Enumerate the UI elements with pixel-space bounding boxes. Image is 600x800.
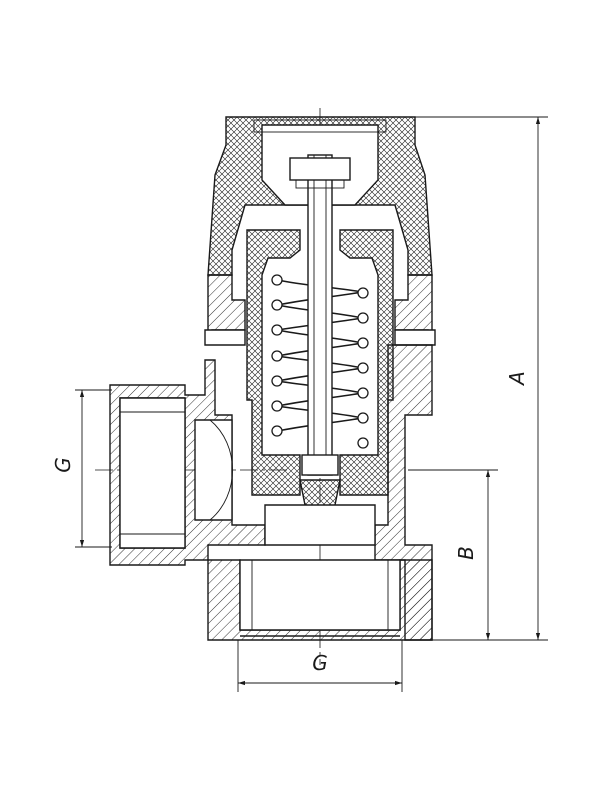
dimension-a-label: A bbox=[505, 371, 529, 387]
dimension-g-side: G bbox=[51, 389, 112, 548]
dimension-g-bottom: G bbox=[237, 640, 403, 692]
side-inlet-body bbox=[109, 359, 266, 566]
bottom-outlet-body bbox=[207, 504, 433, 641]
upper-body bbox=[204, 274, 436, 346]
dimension-b-label: B bbox=[454, 546, 478, 560]
dimension-g-bottom-label: G bbox=[312, 651, 328, 675]
spring bbox=[271, 274, 369, 449]
dimension-g-side-label: G bbox=[51, 457, 75, 473]
dimension-a: A bbox=[415, 116, 548, 641]
valve-stem bbox=[289, 154, 351, 476]
dimension-b: B bbox=[408, 469, 498, 640]
